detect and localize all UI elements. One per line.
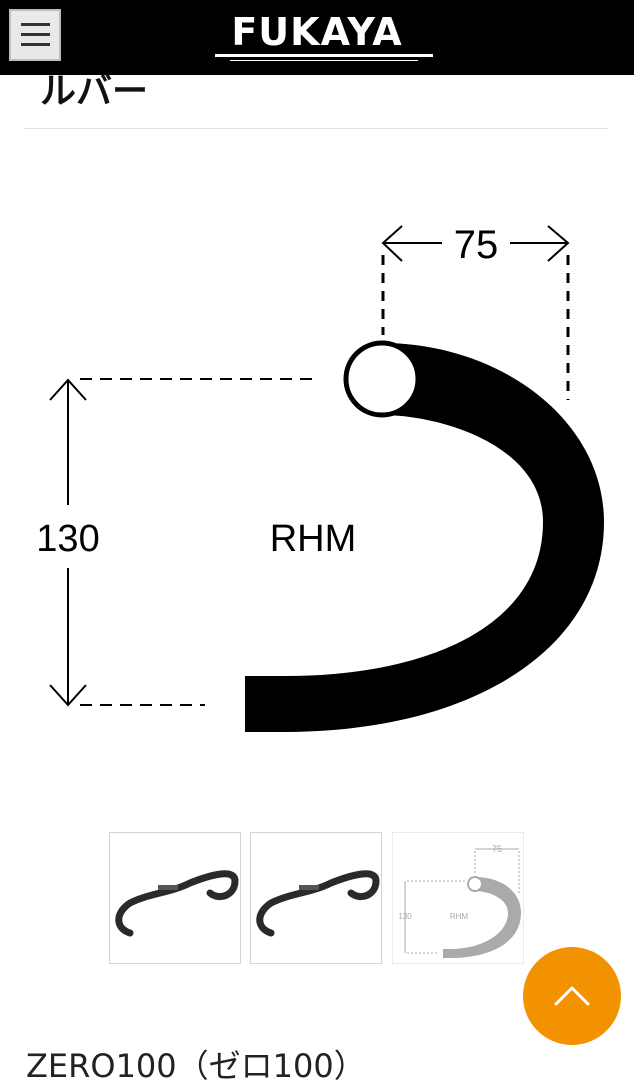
hamburger-menu-icon	[21, 23, 50, 26]
svg-text:75: 75	[492, 844, 502, 854]
svg-text:RHM: RHM	[450, 912, 469, 921]
chevron-up-icon	[554, 986, 590, 1006]
site-header: FUKAYA	[0, 0, 634, 75]
hamburger-menu-button[interactable]	[9, 9, 61, 61]
title-divider	[24, 128, 608, 129]
handlebar-geometry-diagram: 75 130 RHM	[36, 223, 604, 732]
handlebar-top-tube	[343, 340, 421, 418]
handlebar-photo-icon	[115, 870, 239, 937]
thumbnail-1[interactable]	[109, 832, 241, 964]
scroll-to-top-button[interactable]	[523, 947, 621, 1045]
reach-arrow-right	[547, 225, 570, 262]
hamburger-menu-icon	[21, 33, 50, 36]
handlebar-diagram-icon: 75 130 RHM	[398, 844, 521, 958]
drop-label: 130	[36, 518, 99, 560]
shape-label: RHM	[270, 518, 357, 560]
handlebar-drop-shape	[245, 343, 604, 732]
brand-logo[interactable]: FUKAYA	[231, 10, 403, 54]
reach-label: 75	[454, 223, 499, 267]
thumbnail-3[interactable]: 75 130 RHM	[392, 832, 524, 964]
product-name: ZERO100（ゼロ100）	[26, 1047, 366, 1085]
hamburger-menu-icon	[21, 43, 50, 46]
brand-logo-underline-thin	[230, 60, 418, 61]
page-title: ルバー	[40, 71, 149, 112]
handlebar-photo-icon	[256, 870, 380, 937]
drop-arrow-top	[49, 378, 87, 401]
drop-arrow-bottom	[49, 684, 87, 707]
reach-arrow-left	[381, 225, 403, 262]
thumbnail-2[interactable]	[250, 832, 382, 964]
svg-text:130: 130	[398, 912, 412, 921]
brand-logo-underline	[215, 54, 433, 57]
